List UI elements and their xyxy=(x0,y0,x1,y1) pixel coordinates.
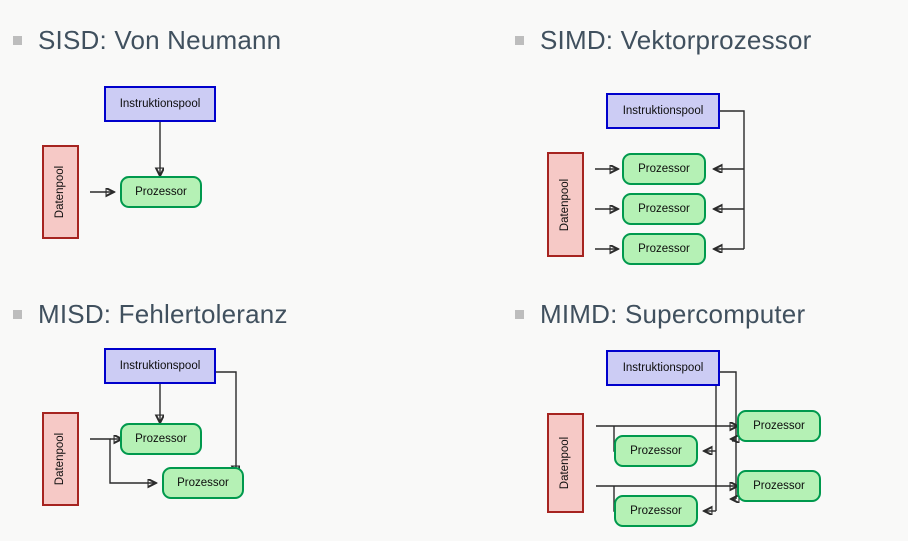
processor-box: Prozessor xyxy=(120,176,202,208)
bullet-square-icon xyxy=(515,36,524,45)
processor-box: Prozessor xyxy=(614,495,698,527)
heading-sisd: SISD: Von Neumann xyxy=(13,25,281,56)
instruction-pool-label: Instruktionspool xyxy=(119,360,201,372)
data-pool-label: Datenpool xyxy=(54,165,67,219)
processor-box: Prozessor xyxy=(120,423,202,455)
processor-label: Prozessor xyxy=(638,243,690,255)
data-pool-box: Datenpool xyxy=(547,152,584,257)
instruction-pool-box: Instruktionspool xyxy=(606,93,720,129)
instruction-pool-box: Instruktionspool xyxy=(104,86,216,122)
diagram-mimd: Instruktionspool Datenpool Prozessor Pro… xyxy=(454,271,908,541)
processor-label: Prozessor xyxy=(630,445,682,457)
data-pool-box: Datenpool xyxy=(547,413,584,513)
quadrant-simd: SIMD: Vektorprozessor Instruktionspool D… xyxy=(454,0,908,270)
processor-box: Prozessor xyxy=(622,153,706,185)
data-pool-box: Datenpool xyxy=(42,412,79,506)
processor-label: Prozessor xyxy=(638,163,690,175)
bullet-square-icon xyxy=(13,36,22,45)
processor-label: Prozessor xyxy=(753,480,805,492)
instruction-pool-box: Instruktionspool xyxy=(104,348,216,384)
processor-label: Prozessor xyxy=(630,505,682,517)
processor-label: Prozessor xyxy=(177,477,229,489)
heading-simd: SIMD: Vektorprozessor xyxy=(515,25,812,56)
processor-label: Prozessor xyxy=(135,186,187,198)
data-pool-label: Datenpool xyxy=(559,436,572,490)
processor-box: Prozessor xyxy=(622,233,706,265)
data-pool-box: Datenpool xyxy=(42,145,79,239)
quadrant-misd: MISD: Fehlertoleranz Instruktionspool Da… xyxy=(0,271,454,541)
data-pool-label: Datenpool xyxy=(559,178,572,231)
processor-label: Prozessor xyxy=(638,203,690,215)
instruction-pool-box: Instruktionspool xyxy=(606,350,720,386)
heading-label: MIMD: Supercomputer xyxy=(540,299,806,329)
processor-label: Prozessor xyxy=(135,433,187,445)
heading-label: SIMD: Vektorprozessor xyxy=(540,25,812,55)
heading-mimd: MIMD: Supercomputer xyxy=(515,299,805,330)
instruction-pool-label: Instruktionspool xyxy=(622,362,704,374)
heading-label: MISD: Fehlertoleranz xyxy=(38,299,288,329)
processor-label: Prozessor xyxy=(753,420,805,432)
instruction-pool-label: Instruktionspool xyxy=(622,105,704,117)
bullet-square-icon xyxy=(13,310,22,319)
bullet-square-icon xyxy=(515,310,524,319)
heading-label: SISD: Von Neumann xyxy=(38,25,282,55)
processor-box: Prozessor xyxy=(614,435,698,467)
processor-box: Prozessor xyxy=(162,467,244,499)
wires-simd xyxy=(595,110,745,270)
diagram-simd: Instruktionspool Datenpool Prozessor Pro… xyxy=(454,0,908,270)
heading-misd: MISD: Fehlertoleranz xyxy=(13,299,288,330)
processor-box: Prozessor xyxy=(737,410,821,442)
instruction-pool-label: Instruktionspool xyxy=(119,98,201,110)
quadrant-mimd: MIMD: Supercomputer Ins xyxy=(454,271,908,541)
diagram-sisd: Instruktionspool Datenpool Prozessor xyxy=(0,0,454,270)
data-pool-label: Datenpool xyxy=(54,432,67,486)
diagram-misd: Instruktionspool Datenpool Prozessor Pro… xyxy=(0,271,454,541)
processor-box: Prozessor xyxy=(737,470,821,502)
processor-box: Prozessor xyxy=(622,193,706,225)
quadrant-sisd: SISD: Von Neumann Instruktionspool Daten… xyxy=(0,0,454,270)
